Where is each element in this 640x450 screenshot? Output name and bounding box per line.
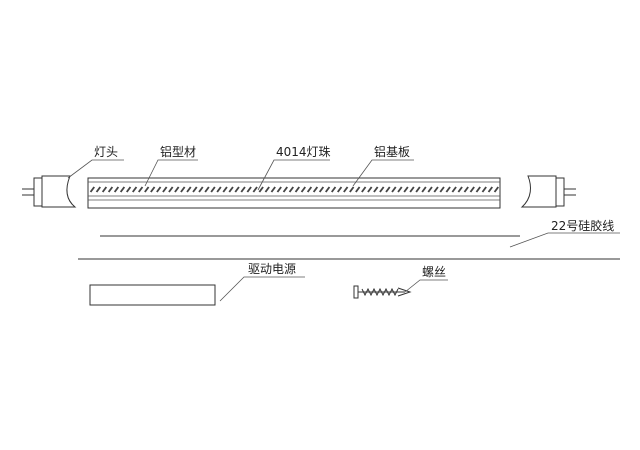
led-bead — [481, 186, 487, 193]
screw-icon — [353, 285, 412, 299]
led-bead — [294, 186, 300, 193]
led-bead — [397, 186, 403, 193]
leader-lines — [67, 159, 620, 302]
led-bead — [264, 186, 270, 193]
led-bead — [132, 186, 138, 193]
led-bead — [252, 186, 258, 193]
led-bead — [138, 186, 144, 193]
led-bead — [475, 186, 481, 193]
led-bead — [113, 186, 120, 193]
led-bead — [439, 186, 445, 193]
led-bead — [457, 186, 463, 193]
led-bead — [101, 186, 108, 193]
led-bead — [325, 186, 331, 193]
led-bead — [168, 186, 174, 193]
led-bead — [192, 186, 198, 193]
led-bead — [487, 186, 493, 193]
led-bead — [180, 186, 186, 193]
led-bead — [107, 186, 114, 193]
led-bead — [258, 186, 264, 193]
led-bead — [198, 186, 204, 193]
led-bead — [367, 186, 373, 193]
led-bead — [288, 186, 294, 193]
led-bead — [144, 186, 150, 193]
led-bead — [463, 186, 469, 193]
led-bead — [433, 186, 439, 193]
led-bead — [150, 186, 156, 193]
led-bead — [493, 186, 499, 193]
led-bead — [349, 186, 355, 193]
led-bead — [343, 186, 349, 193]
label-driver: 驱动电源 — [248, 262, 296, 276]
led-bead — [276, 186, 282, 193]
led-bead — [126, 186, 132, 193]
led-bead — [355, 186, 361, 193]
led-bead — [270, 186, 276, 193]
led-bead — [282, 186, 288, 193]
led-bead — [379, 186, 385, 193]
led-bead — [415, 186, 421, 193]
led-bead — [162, 186, 168, 193]
led-bead — [373, 186, 379, 193]
led-bead — [306, 186, 313, 193]
label-silicone-wire: 22号硅胶线 — [551, 218, 614, 233]
label-screw: 螺丝 — [422, 265, 446, 279]
label-aluminum-substrate: 铝基板 — [374, 144, 410, 159]
led-bead — [409, 186, 415, 193]
led-bead — [451, 186, 457, 193]
led-bead — [228, 186, 234, 193]
led-bead — [312, 186, 319, 193]
label-end-cap: 灯头 — [94, 145, 118, 159]
led-bead — [216, 186, 222, 193]
led-bead — [234, 186, 240, 193]
led-bead — [300, 186, 306, 193]
led-bead — [222, 186, 228, 193]
led-bead — [240, 186, 246, 193]
led-bead — [89, 186, 95, 193]
led-bead — [421, 186, 427, 193]
led-bead — [445, 186, 451, 193]
led-bead — [391, 186, 397, 193]
led-bead — [337, 186, 343, 193]
left-end-cap — [22, 175, 77, 208]
led-bead — [318, 186, 325, 193]
led-bead — [403, 186, 409, 193]
led-bead — [95, 186, 101, 193]
silicone-wires — [78, 235, 620, 260]
led-bead — [469, 186, 475, 193]
led-bead — [331, 186, 337, 193]
led-bead — [174, 186, 180, 193]
led-bead — [427, 186, 433, 193]
led-bead-strip — [89, 186, 499, 193]
led-bead — [361, 186, 367, 193]
driver-power-supply — [89, 284, 216, 306]
led-bead — [210, 186, 216, 193]
led-bead — [204, 186, 210, 193]
led-bead — [156, 186, 162, 193]
right-end-cap — [520, 175, 576, 208]
led-bead — [186, 186, 192, 193]
label-aluminum-profile: 铝型材 — [160, 144, 196, 159]
aluminum-profile — [87, 177, 501, 209]
label-led-beads: 4014灯珠 — [276, 145, 331, 159]
led-bead — [119, 186, 126, 193]
led-bead — [246, 186, 252, 193]
led-bead — [385, 186, 391, 193]
